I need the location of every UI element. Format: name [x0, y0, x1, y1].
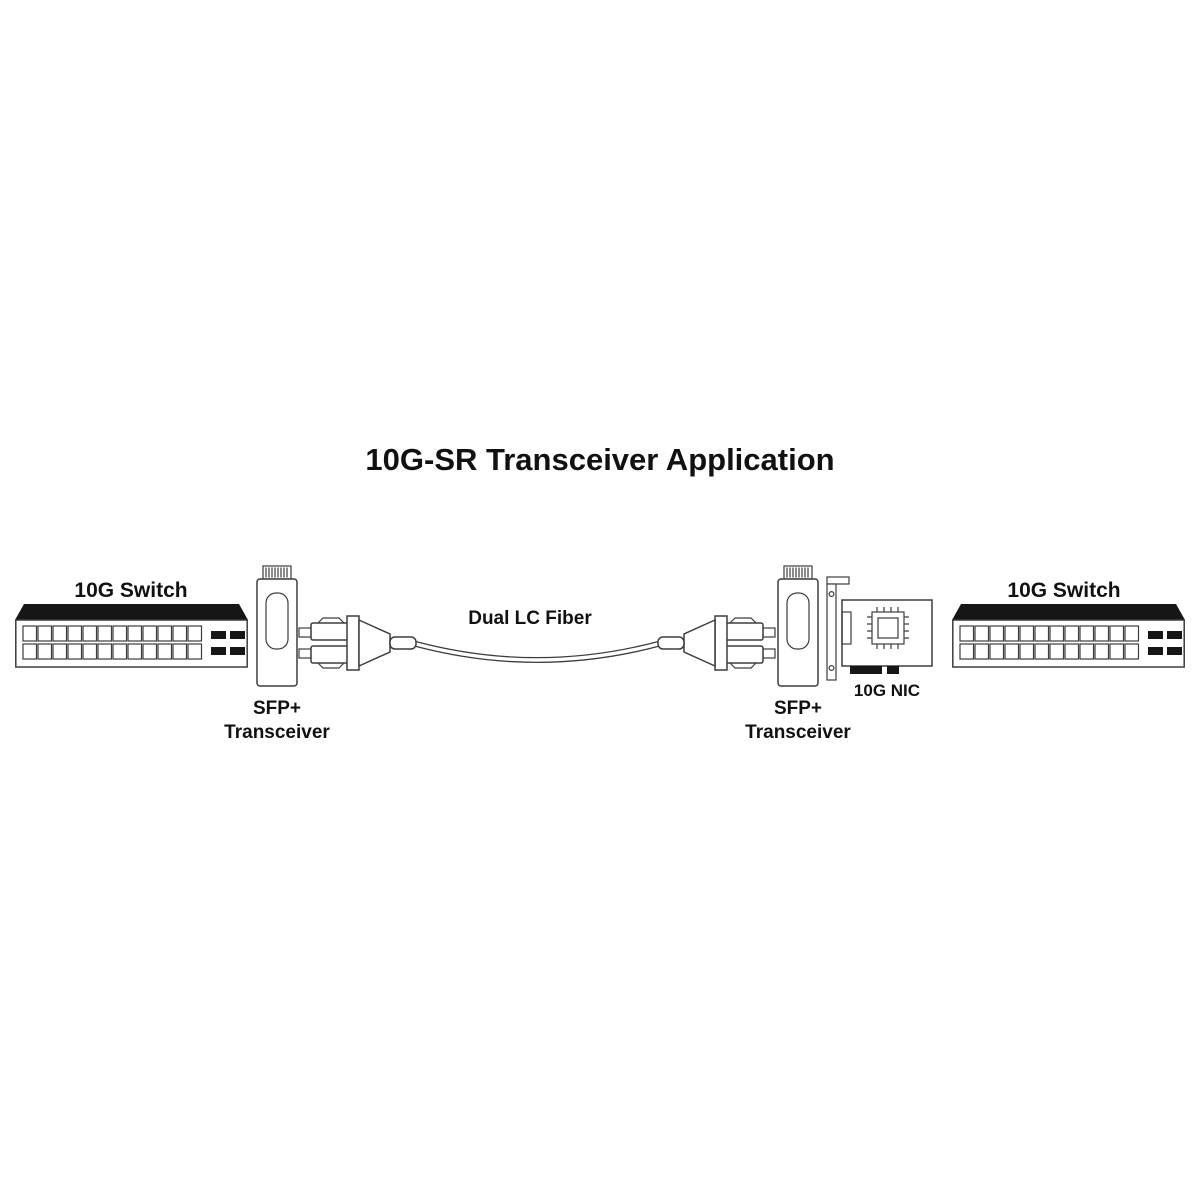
nic-pcie-edge-connector — [887, 666, 899, 674]
nic-chip — [867, 607, 909, 649]
fiber-cable — [415, 641, 659, 663]
right-sfp-label-line1: SFP+ — [774, 698, 822, 719]
fiber-cable-label: Dual LC Fiber — [468, 608, 592, 629]
nic-pcie-edge-connector — [850, 666, 882, 674]
left-sfp-label-line2: Transceiver — [224, 722, 330, 743]
nic-label: 10G NIC — [854, 681, 920, 700]
left-sfp-transceiver — [256, 565, 298, 687]
right-switch-label: 10G Switch — [1007, 579, 1120, 602]
left-sfp-label-line1: SFP+ — [253, 698, 301, 719]
left-lc-connector — [298, 615, 417, 671]
left-switch — [14, 603, 249, 668]
fiber-cable-core — [415, 642, 659, 662]
nic-bracket — [826, 583, 837, 681]
nic-card — [826, 576, 933, 681]
nic-bracket-screw-hole — [828, 590, 835, 597]
right-lc-connector — [657, 615, 776, 671]
right-switch — [951, 603, 1186, 668]
nic-bracket-tab — [826, 576, 850, 585]
diagram-title: 10G-SR Transceiver Application — [365, 442, 834, 477]
right-sfp-label-line2: Transceiver — [745, 722, 851, 743]
nic-bracket-screw-hole — [828, 664, 835, 671]
left-switch-label: 10G Switch — [74, 579, 187, 602]
right-sfp-transceiver — [777, 565, 819, 687]
nic-sfp-cage — [841, 611, 852, 645]
